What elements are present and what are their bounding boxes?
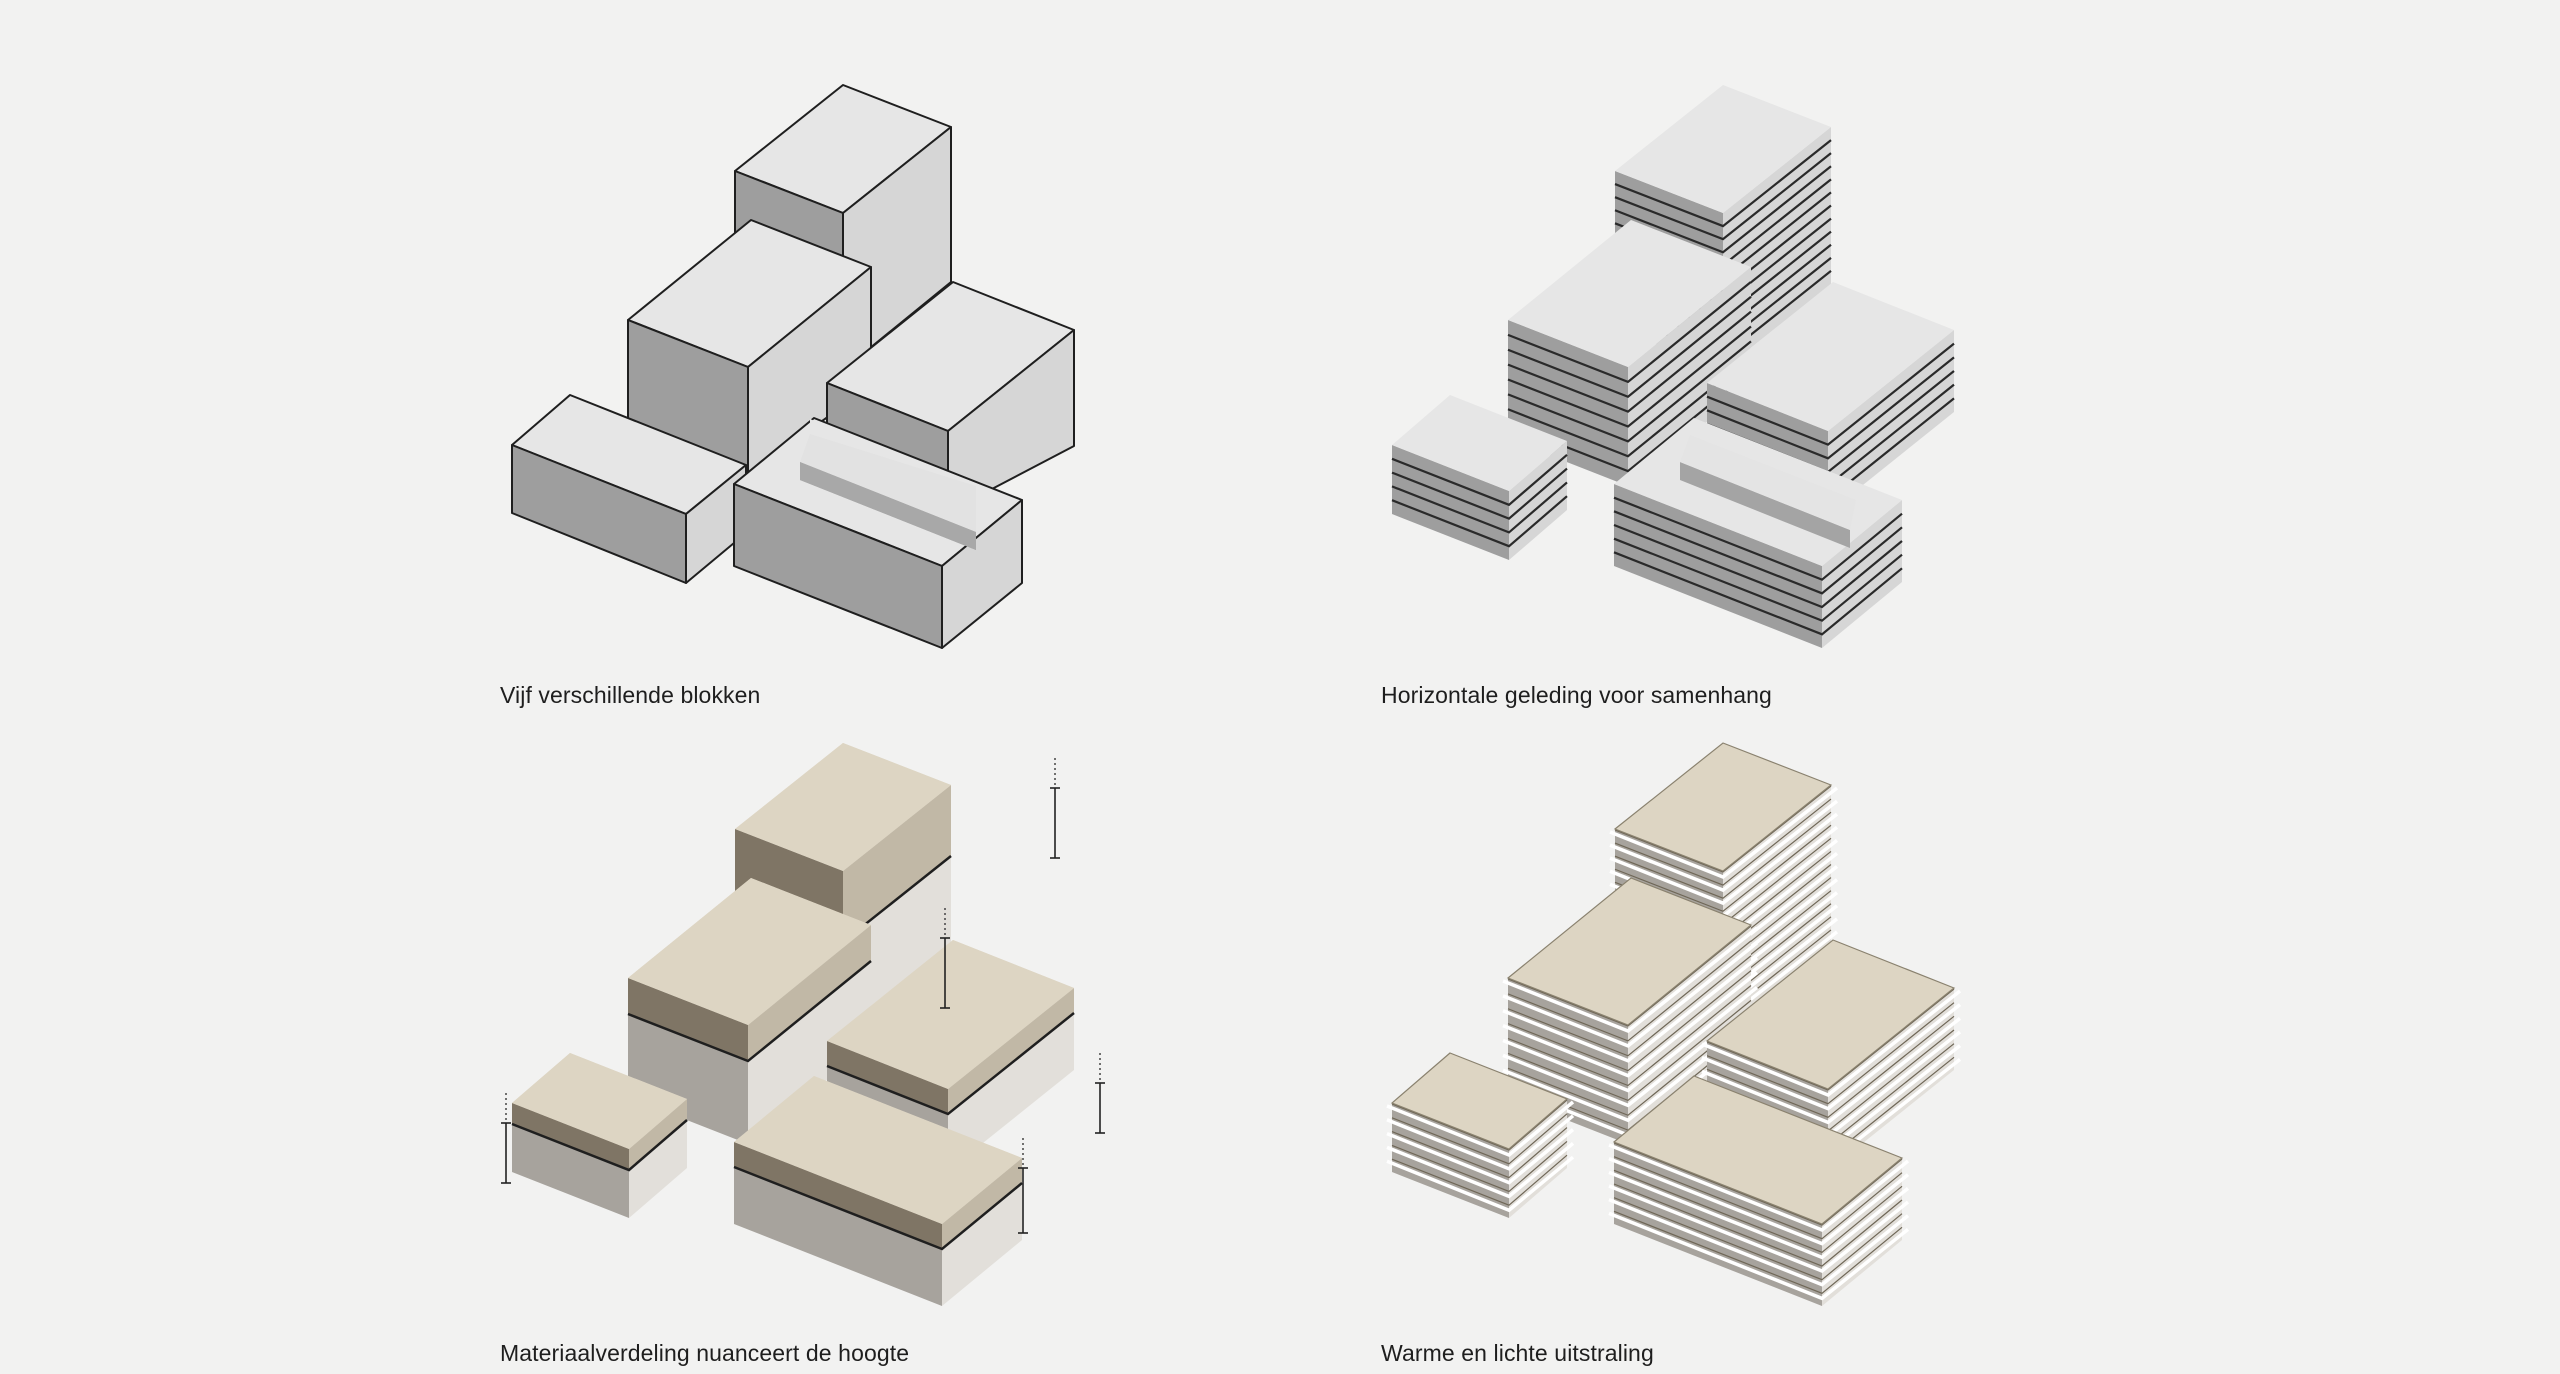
- right-block: [826, 940, 1075, 1171]
- tower-block-floor-slab: [1609, 812, 1839, 906]
- diagram-material-distribution: [500, 728, 1400, 1328]
- right-block-floor-line: [1706, 1002, 1955, 1105]
- left-mid-block-roof: [1506, 877, 1753, 1026]
- right-block-floor-slab: [1701, 989, 1962, 1098]
- low-left-block-floor-slab: [1386, 1155, 1575, 1213]
- stepped-block-floor-slab: [1608, 1157, 1910, 1246]
- tower-block-top-band-right: [843, 785, 951, 942]
- tower-block-floor-line: [1614, 824, 1832, 912]
- right-block-floor-line: [1706, 1015, 1955, 1119]
- stepped-block-band-line: [733, 1165, 1023, 1251]
- tower-block-roof: [735, 743, 951, 871]
- right-block-top-band-left: [827, 1041, 948, 1114]
- caption-material-distribution: Materiaalverdeling nuanceert de hoogte: [500, 1340, 910, 1366]
- stepped-block-floor-slab: [1608, 1198, 1910, 1287]
- stepped-block-top-band-left: [734, 1142, 942, 1249]
- stepped-block-step: [1680, 462, 1850, 548]
- low-left-block: [1386, 1052, 1575, 1218]
- left-mid-block-floor-slab: [1502, 986, 1759, 1093]
- right-block-band-line: [826, 1012, 1075, 1116]
- low-left-block-roof: [512, 1053, 687, 1149]
- stepped-block-floor-line: [1613, 1142, 1903, 1226]
- caption-warm-appearance: Warme en lichte uitstraling: [1381, 1340, 1654, 1366]
- low-left-block-floor-slab: [1386, 1128, 1575, 1185]
- right-block-floor-line: [1706, 988, 1955, 1091]
- low-left-block-floor-line: [1391, 1099, 1568, 1151]
- stepped-block-floor-slab: [1608, 1184, 1910, 1274]
- left-mid-block-floor-line: [1507, 940, 1752, 1042]
- left-mid-block-band-line: [627, 960, 872, 1063]
- height-marker: [940, 908, 950, 1009]
- left-mid-block-roof: [628, 878, 871, 1025]
- right-block-top-band-right: [948, 988, 1074, 1114]
- low-left-block-floor-slab: [1386, 1100, 1575, 1158]
- stepped-block-floor-slab: [1608, 1211, 1910, 1301]
- stepped-block-floor-line: [1613, 1183, 1903, 1267]
- height-marker: [501, 1093, 511, 1184]
- low-left-block-top-band-right: [629, 1099, 687, 1170]
- height-marker: [1095, 1053, 1105, 1134]
- low-left-block-floor-line: [1391, 1154, 1568, 1206]
- tower-block-floor-line: [1614, 785, 1832, 873]
- low-left-block-floor-slab: [1386, 1114, 1575, 1171]
- stepped-block-floor-line: [1613, 1156, 1903, 1240]
- left-mid-block-top-band-left: [628, 978, 748, 1061]
- stepped-block-floor-line: [1613, 1197, 1903, 1281]
- low-left-block-floor-line: [1391, 1140, 1568, 1193]
- left-mid-block-floor-line: [1507, 970, 1752, 1072]
- diagram-horizontal-articulation: [1380, 70, 2280, 670]
- stepped-block-floor-line: [1613, 1169, 1903, 1254]
- warm-appearance-illustration: [1386, 742, 1962, 1306]
- horizontal-articulation-illustration: [1391, 85, 1955, 648]
- left-mid-block-top-band-right: [748, 925, 871, 1061]
- tower-block-roof: [1613, 742, 1833, 872]
- material-distribution-illustration: [501, 743, 1105, 1306]
- left-mid-block-floor-line: [1507, 955, 1752, 1057]
- stepped-block-floor-line: [1613, 1210, 1903, 1295]
- diagram-warm-appearance: [1380, 728, 2280, 1328]
- right-block-roof: [1705, 939, 1956, 1090]
- stepped-block-top-band-right: [942, 1158, 1022, 1249]
- left-mid-block-floor-slab: [1502, 926, 1759, 1034]
- tower-block-floor-slab: [1609, 799, 1839, 893]
- diagram-five-blocks: [500, 70, 1400, 670]
- stepped-block-floor-slab: [1608, 1170, 1910, 1260]
- low-left-block: [511, 1053, 688, 1218]
- right-block-roof: [827, 940, 1074, 1089]
- tower-block-floor-slab: [1609, 786, 1839, 879]
- low-left-block: [1391, 395, 1568, 560]
- height-marker: [1018, 1138, 1028, 1234]
- left-mid-block-floor-line: [1507, 925, 1752, 1027]
- low-left-block-floor-line: [1391, 1113, 1568, 1165]
- low-left-block-band-line: [511, 1119, 688, 1172]
- left-mid-block-floor-slab: [1502, 956, 1759, 1063]
- low-left-block-floor-slab: [1386, 1142, 1575, 1199]
- height-marker: [1050, 758, 1060, 859]
- caption-five-blocks: Vijf verschillende blokken: [500, 682, 761, 708]
- left-mid-block-floor-line: [1507, 999, 1752, 1102]
- stepped-block-terrace: [1680, 435, 1856, 530]
- stepped-block-floor-slab: [1608, 1143, 1910, 1233]
- low-left-block-top-band-left: [512, 1103, 629, 1170]
- stepped-block: [1613, 418, 1903, 648]
- low-left-block-roof: [1390, 1052, 1569, 1150]
- stepped-block: [733, 417, 1023, 649]
- left-mid-block-floor-slab: [1502, 971, 1759, 1078]
- caption-horizontal-articulation: Horizontale geleding voor samenhang: [1381, 682, 1772, 708]
- low-left-block-floor-line: [1391, 1127, 1568, 1179]
- stepped-block: [733, 1076, 1023, 1306]
- left-mid-block-floor-line: [1507, 985, 1752, 1087]
- stepped-block: [1608, 1075, 1910, 1306]
- stepped-block-roof: [734, 1076, 1022, 1224]
- tower-block-floor-line: [1614, 798, 1832, 886]
- five-blocks-illustration: [511, 84, 1075, 649]
- stepped-block-roof: [1612, 1075, 1904, 1225]
- tower-block-floor-line: [1614, 811, 1832, 899]
- right-block-floor-slab: [1701, 1016, 1962, 1125]
- right-block-floor-slab: [1701, 1003, 1962, 1111]
- left-mid-block-floor-slab: [1502, 941, 1759, 1048]
